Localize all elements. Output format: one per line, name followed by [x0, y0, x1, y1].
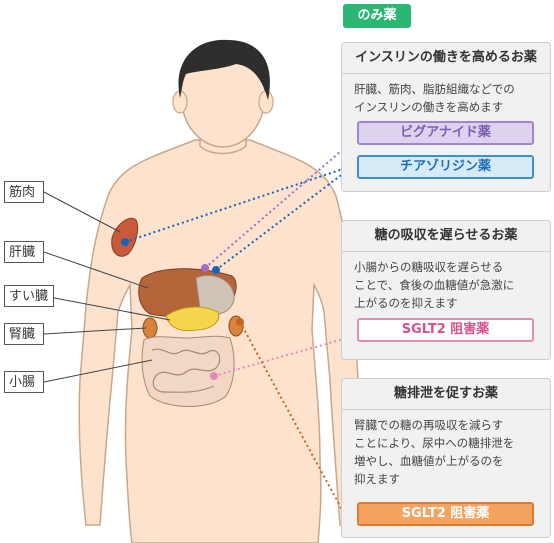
organ-label-liver: 肝臓	[4, 241, 44, 263]
card-excretion-line: ことにより、尿中への糖排泄を	[354, 436, 515, 450]
card-excretion-line: 腎臓での糖の再吸収を減らす	[354, 418, 504, 432]
thiazolidine-connector-liver	[215, 167, 358, 271]
liver-leader	[43, 251, 149, 289]
pancreas-leader	[43, 295, 171, 321]
card-absorption-line: ことで、食後の血糖値が急激に	[354, 278, 515, 292]
card-insulin-body: 肝臓、筋肉、脂肪組織などでの インスリンの働きを高めます	[342, 74, 550, 116]
card-insulin-line: インスリンの働きを高めます	[354, 100, 504, 114]
hair-shape	[178, 39, 270, 100]
card-excretion-body: 腎臓での糖の再吸収を減らす ことにより、尿中への糖排泄を 増やし、血糖値が上がる…	[342, 410, 550, 488]
muscle-dot	[121, 238, 129, 246]
card-absorption-body: 小腸からの糖吸収を遅らせる ことで、食後の血糖値が急激に 上がるのを抑えます	[342, 252, 550, 312]
drug-alpha-glucosidase: SGLT2 阻害薬	[357, 318, 534, 342]
pancreas-icon	[165, 306, 220, 332]
card-absorption-title: 糖の吸収を遅らせるお薬	[342, 221, 550, 252]
intestine-leader	[43, 359, 153, 383]
ear-right-shape	[258, 90, 274, 114]
card-absorption-line: 上がるのを抑えます	[354, 296, 458, 310]
card-absorption-line: 小腸からの糖吸収を遅らせる	[354, 260, 504, 274]
card-insulin-title: インスリンの働きを高めるお薬	[342, 43, 550, 74]
organ-label-pancreas: すい臓	[4, 285, 54, 307]
thiazolidine-connector-muscle	[124, 165, 358, 243]
liver-blue-dot	[212, 266, 220, 274]
organ-label-kidney: 腎臓	[4, 323, 44, 345]
kidney-leader	[43, 327, 147, 335]
card-excretion-line: 増やし、血糖値が上がるのを	[354, 454, 504, 468]
liver-purple-dot	[201, 264, 209, 272]
muscle-leader	[43, 191, 121, 233]
header-tag: のみ薬	[343, 4, 411, 28]
intestine-dot	[210, 372, 218, 380]
card-insulin-line: 肝臓、筋肉、脂肪組織などでの	[354, 82, 515, 96]
card-excretion-title: 糖排泄を促すお薬	[342, 379, 550, 410]
organ-label-intestine: 小腸	[4, 371, 44, 393]
organ-label-muscle: 筋肉	[4, 181, 44, 203]
drug-sglt2: SGLT2 阻害薬	[357, 502, 534, 526]
drug-biguanide: ビグアナイド薬	[357, 121, 534, 145]
card-excretion-line: 抑えます	[354, 472, 400, 486]
alpha-connector	[213, 329, 358, 377]
intestine-coil-shape	[151, 348, 221, 393]
muscle-icon	[111, 217, 139, 257]
kidney-dot	[236, 318, 244, 326]
intestine-icon	[141, 335, 235, 407]
drug-thiazolidine: チアゾリジン薬	[357, 155, 534, 179]
